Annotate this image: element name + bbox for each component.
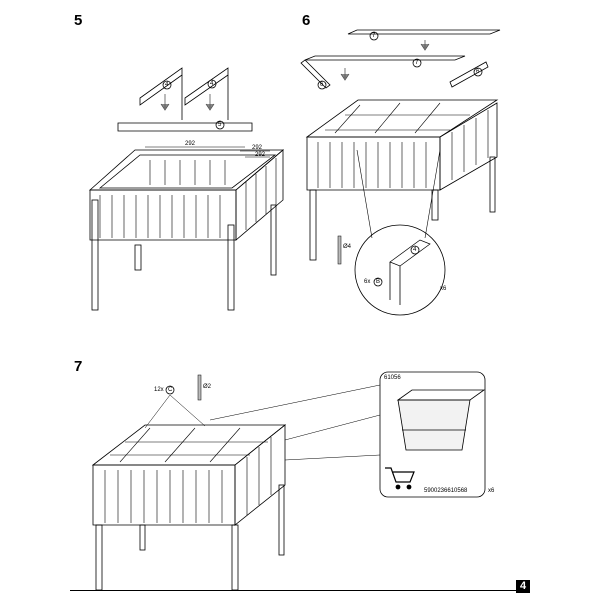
step5-planter-illustration	[88, 67, 285, 311]
repeat-multiplier: x6	[488, 488, 495, 494]
step-number-7: 7	[74, 358, 83, 375]
part-label-4-left: 4	[165, 82, 169, 88]
part-label-7-mid: 7	[415, 60, 419, 66]
part-label-5: 5	[218, 122, 222, 128]
part-label-4-right: 4	[210, 81, 214, 87]
detail-part-label-4: 4	[413, 247, 417, 253]
screw-size: Ø2	[203, 384, 212, 390]
step6-planter-illustration	[300, 29, 501, 316]
screw-quantity: 12x	[154, 387, 164, 393]
footer-rule	[70, 590, 530, 591]
step-number-5: 5	[74, 12, 83, 29]
screw-reference: C	[168, 387, 173, 393]
page-number: 4	[516, 580, 530, 593]
screw-reference: B	[376, 279, 381, 285]
product-barcode: 5900236610568	[424, 488, 468, 494]
repeat-multiplier: x6	[440, 286, 447, 292]
screw-size: Ø4	[343, 244, 352, 250]
dimension-label: 292	[252, 145, 263, 151]
step7-planter-illustration	[91, 371, 486, 591]
dimension-label: 292	[185, 141, 196, 147]
dimension-label: 292	[255, 152, 266, 158]
part-label-7-top: 7	[372, 33, 376, 39]
product-code: 61056	[384, 375, 401, 381]
step-number-6: 6	[302, 12, 311, 29]
part-label-6-right: 6	[476, 69, 480, 75]
screw-quantity: 6x	[364, 279, 371, 285]
part-label-6-left: 6	[320, 82, 324, 88]
